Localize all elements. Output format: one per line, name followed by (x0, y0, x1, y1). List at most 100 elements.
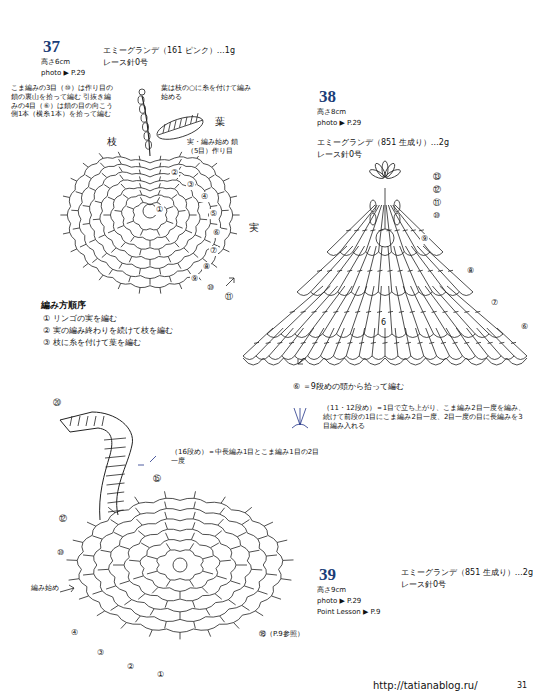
trunk-stitch (385, 188, 386, 229)
callout-number: 枝 (106, 136, 118, 149)
chain-loop-row (133, 202, 167, 229)
stitch-bar (395, 230, 400, 231)
treble-stitch (297, 246, 347, 292)
stitch-mark (210, 223, 217, 225)
stitch-mark (165, 512, 167, 519)
treble-stitch (446, 328, 462, 356)
stitch-mark (83, 263, 88, 267)
stitch-bar (403, 230, 408, 231)
stitch-mark (244, 586, 254, 589)
stitch-bar (388, 311, 393, 312)
stitch-bar (443, 311, 448, 312)
stitch-mark (159, 156, 161, 161)
callout-number: ⑨ (190, 274, 199, 284)
note-text: ② 実の編み終わりを続けて枝を編む (42, 326, 174, 336)
stitch-mark (277, 540, 287, 542)
callout-number: ⑤ (209, 209, 218, 219)
note-text: photo ▶ P.29 (316, 119, 362, 128)
stitch-bar (367, 270, 372, 271)
stitch-mark (121, 242, 125, 247)
stitch-mark (165, 601, 167, 608)
stitch-mark (157, 197, 160, 202)
note-text: 編み方順序 (40, 300, 87, 311)
stitch-bar (398, 270, 403, 271)
treble-stitch (351, 246, 370, 292)
stitch-bar (408, 270, 413, 271)
stitch-mark (217, 576, 227, 579)
note-text: （16段め）＝中長編み1目とこま編み1目の2目一度 (170, 448, 322, 466)
stem-loop (139, 89, 145, 95)
neck-outline (60, 412, 133, 520)
callout-number: ⑦ (209, 246, 218, 256)
puff-stitch (370, 200, 376, 212)
callout-number: ⑫ (432, 185, 442, 195)
stitch-mark (118, 152, 120, 157)
stitch-bar (277, 342, 282, 343)
stitch-mark (159, 163, 161, 168)
chain-border (243, 358, 527, 365)
stitch-mark (135, 497, 139, 503)
stitch-bar (499, 342, 504, 343)
treble-stitch (391, 205, 418, 252)
treble-stitch (243, 328, 273, 356)
treble-stitch (477, 328, 502, 356)
treble-stitch (403, 286, 419, 334)
stitch-bar (394, 342, 399, 343)
leaf-stitch (196, 113, 198, 122)
treble-stitch (320, 328, 334, 356)
stitch-mark (231, 546, 241, 549)
stitch-mark (117, 226, 123, 229)
stitch-bar (475, 311, 480, 312)
callout-number: ③ (186, 180, 195, 190)
stitch-mark (223, 178, 229, 181)
stitch-mark (245, 507, 252, 512)
stitch-bar (370, 230, 375, 231)
treble-stitch (295, 286, 338, 334)
stitch-mark (119, 159, 122, 164)
stitch-mark (236, 565, 247, 566)
stitch-mark (179, 159, 182, 164)
stitch-mark (221, 497, 225, 503)
treble-stitch (267, 286, 323, 334)
stitch-bar (411, 230, 416, 231)
treble-stitch (393, 205, 430, 252)
head-stitch (102, 416, 104, 426)
note-text: http://tatianablog.ru/ (372, 680, 479, 693)
stitch-bar (441, 342, 446, 343)
stitch-bar (377, 311, 382, 312)
stitch-mark (99, 235, 105, 238)
stitch-mark (206, 609, 210, 616)
stitch-mark (212, 263, 217, 267)
stitch-mark (195, 163, 199, 168)
stitch-mark (271, 596, 281, 599)
stitch-mark (140, 190, 142, 195)
callout-number: ④ (70, 628, 79, 638)
stitch-mark (203, 556, 213, 559)
callout-number: ⑨ (420, 234, 429, 244)
stitch-mark (66, 559, 77, 560)
stitch-mark (242, 605, 250, 610)
stitch-mark (158, 190, 160, 195)
puff-stitch (394, 200, 400, 212)
callout-number: ⑦ (490, 298, 499, 308)
stitch-mark (103, 215, 110, 216)
callout-number: ⑪ (432, 198, 442, 208)
stitch-mark (230, 232, 237, 233)
stitch-mark (137, 519, 143, 525)
treble-stitch (436, 328, 450, 356)
treble-stitch (447, 286, 503, 334)
stitch-bar (362, 230, 367, 231)
callout-number: ⑫ (58, 514, 68, 524)
stitch-mark (93, 591, 103, 594)
note-text: （11・12段め）＝1目で立ち上がり、こま編み2目一度を編み、続けて前段の1目に… (322, 404, 529, 430)
treble-stitch (388, 246, 392, 292)
leaf-stitch (191, 115, 193, 124)
stitch-bar (438, 270, 443, 271)
treble-stitch (497, 328, 527, 356)
stitch-mark (139, 163, 141, 168)
treble-stitch (394, 246, 406, 292)
callout-number: ⑩ (56, 548, 65, 558)
stitch-mark (100, 163, 104, 168)
treble-stitch (440, 286, 489, 334)
callout-number: 実 (248, 222, 260, 235)
